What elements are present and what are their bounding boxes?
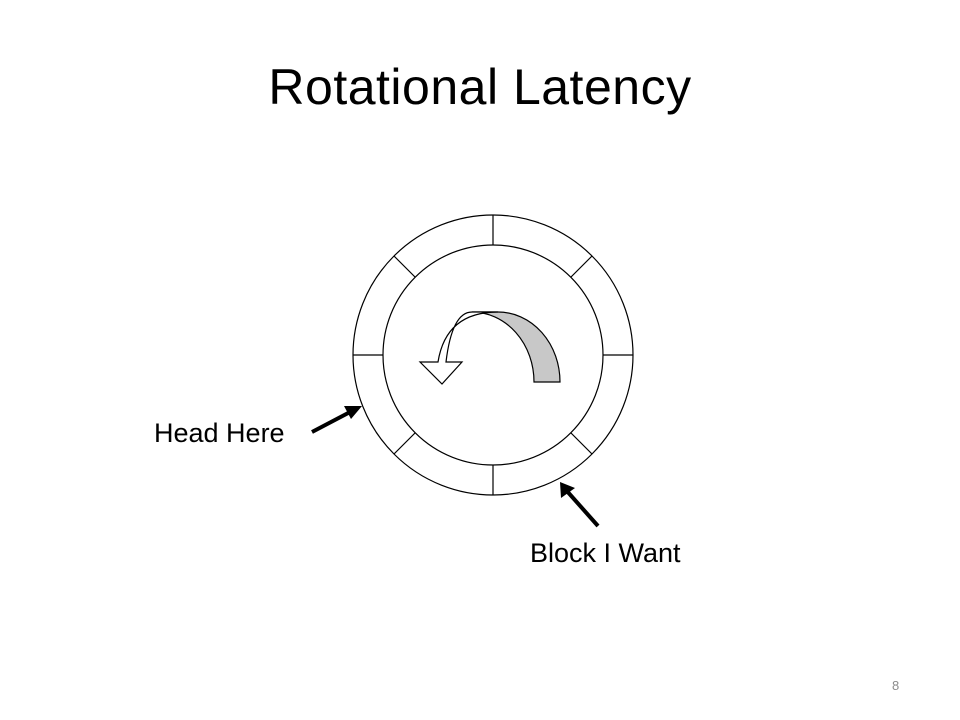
head-pointer-arrow	[311, 406, 362, 434]
rotation-arrow	[418, 311, 561, 385]
sector-divider-bottom-right	[570, 432, 593, 455]
sector-divider-top-right	[570, 255, 593, 278]
head-here-label: Head Here	[154, 418, 285, 448]
block-i-want-label: Block I Want	[530, 538, 681, 568]
sector-dividers	[353, 215, 633, 495]
sector-divider-top-left	[393, 255, 416, 278]
page-number: 8	[892, 678, 900, 693]
rotation-arrow-head	[418, 311, 499, 385]
rotation-arrow-tail	[471, 311, 561, 383]
block-pointer-arrow	[560, 482, 600, 528]
disk-inner-track-edge	[382, 244, 604, 466]
sector-divider-bottom-left	[393, 432, 416, 455]
slide-title: Rotational Latency	[268, 59, 692, 115]
